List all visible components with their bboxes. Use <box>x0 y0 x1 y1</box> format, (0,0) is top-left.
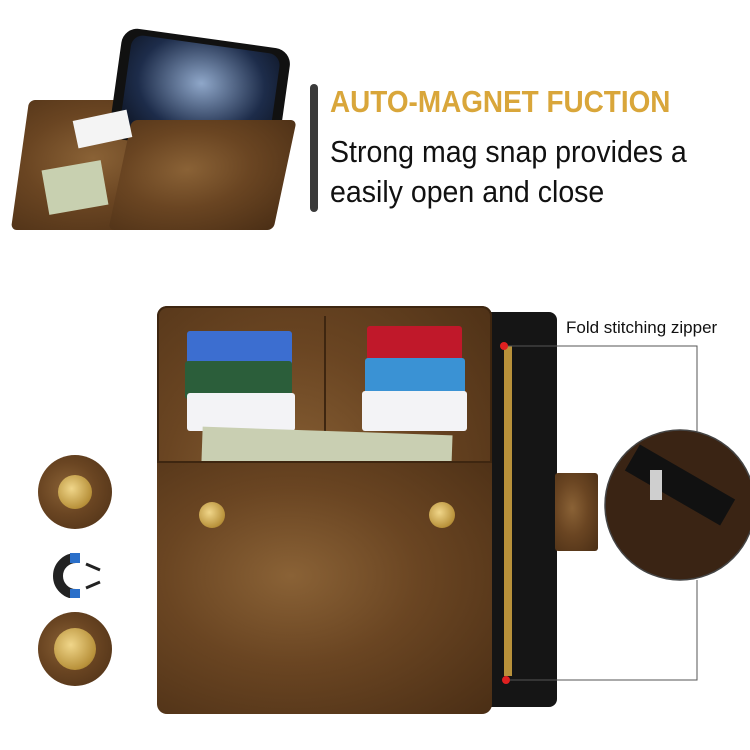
accent-bar <box>310 84 318 212</box>
headline-title: AUTO-MAGNET FUCTION <box>330 84 671 119</box>
magnet-closed-circle <box>38 455 112 529</box>
callout-label: Fold stitching zipper <box>566 318 718 337</box>
magnet-icon <box>53 553 101 598</box>
headline-line-2: easily open and close <box>330 174 605 209</box>
magnet-open-circle <box>38 612 112 686</box>
wallet-main <box>157 306 602 716</box>
headline-line-1: Strong mag snap provides a <box>330 134 687 169</box>
